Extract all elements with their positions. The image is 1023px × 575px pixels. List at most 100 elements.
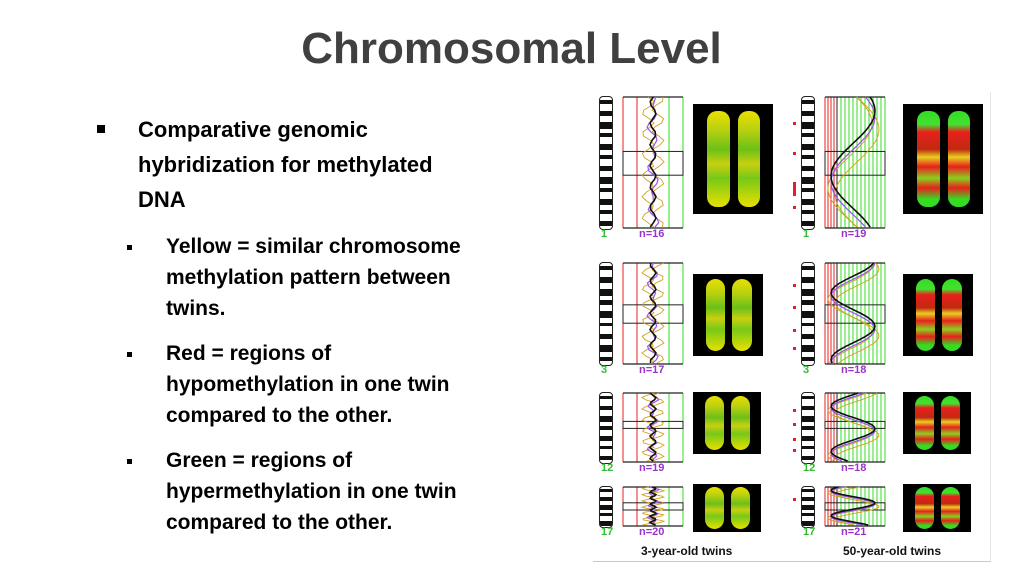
chromosome-number: 17 xyxy=(803,526,816,538)
ideogram-band xyxy=(600,198,612,205)
chromosome-micrograph xyxy=(693,274,763,356)
chromosome-micrograph xyxy=(903,274,973,356)
sample-count: n=19 xyxy=(639,462,665,474)
ideogram-band xyxy=(802,356,814,362)
ideogram-band xyxy=(802,99,814,104)
bullet-list: Comparative genomic hybridization for me… xyxy=(97,112,567,552)
methylation-ratio-curve xyxy=(651,96,665,228)
ideogram-band xyxy=(802,277,814,283)
chromosome-micrograph xyxy=(903,484,971,532)
square-bullet-icon xyxy=(127,352,132,357)
ideogram-band xyxy=(802,165,814,172)
sister-chromosome xyxy=(731,486,751,530)
marker-dot xyxy=(793,408,796,412)
marker-dot xyxy=(793,423,796,427)
bullet-line: methylation pattern between xyxy=(166,266,451,289)
methylation-ratio-curve xyxy=(645,486,661,526)
bullet-red: Red = regions of hypomethylation in one … xyxy=(97,338,567,431)
chromosome-micrograph xyxy=(903,104,983,214)
marker-dot xyxy=(793,449,796,453)
chromosome-number: 1 xyxy=(803,228,810,240)
ideogram-band xyxy=(600,132,612,138)
ideogram-band xyxy=(600,425,612,430)
chromosome-ideogram xyxy=(801,486,815,528)
marker-dot xyxy=(793,122,796,125)
methylation-ratio-curve xyxy=(830,96,876,228)
ideogram-band xyxy=(600,165,612,172)
methylation-ratio-curve xyxy=(641,262,655,364)
ideogram-band xyxy=(600,288,612,296)
ideogram-band xyxy=(600,277,612,283)
figure-divider xyxy=(593,561,991,562)
ideogram-band xyxy=(802,405,814,411)
methylation-ratio-curve xyxy=(827,96,873,228)
chromosome-micrograph xyxy=(903,392,971,454)
ideogram-band xyxy=(802,395,814,399)
sample-count: n=19 xyxy=(841,228,867,240)
ideogram-band xyxy=(600,497,612,501)
bullet-line: compared to the other. xyxy=(166,511,393,534)
ideogram-band xyxy=(600,333,612,340)
ideogram-band xyxy=(600,445,612,449)
ideogram-band xyxy=(600,121,612,129)
ideogram-band xyxy=(600,154,612,159)
ideogram-band xyxy=(802,121,814,129)
ideogram-band xyxy=(802,345,814,353)
ratio-profile-plot xyxy=(622,486,684,527)
bullet-yellow: Yellow = similar chromosome methylation … xyxy=(97,231,567,324)
ratio-profile-plot xyxy=(622,392,684,463)
chromosome-number: 12 xyxy=(601,462,614,474)
sister-chromosome xyxy=(941,486,961,530)
chromosome-panel: 1 n=19 xyxy=(793,94,995,248)
ideogram-band xyxy=(802,209,814,214)
marker-dot xyxy=(793,346,796,350)
sister-chromosome xyxy=(731,395,751,451)
square-bullet-icon xyxy=(127,245,132,250)
centromere-box xyxy=(622,304,684,324)
bullet-line: hypomethylation in one twin xyxy=(166,373,450,396)
bullet-line: hybridization for methylated xyxy=(138,152,433,177)
methylation-ratio-curve xyxy=(651,262,665,364)
sister-chromosome xyxy=(917,110,940,208)
ideogram-band xyxy=(802,187,814,193)
figure-border xyxy=(990,92,991,562)
chromosome-ideogram xyxy=(599,486,613,528)
marker-dot xyxy=(793,328,796,332)
ideogram-band xyxy=(600,435,612,442)
centromere-box xyxy=(824,420,886,429)
methylation-ratio-curve xyxy=(827,262,873,364)
ideogram-band xyxy=(802,513,814,517)
bullet-line: Comparative genomic xyxy=(138,117,368,142)
methylation-ratio-curve xyxy=(830,262,876,364)
ideogram-band xyxy=(600,521,612,526)
chromosome-ideogram xyxy=(599,392,613,464)
sample-count: n=18 xyxy=(841,462,867,474)
bullet-green: Green = regions of hypermethylation in o… xyxy=(97,445,567,538)
sister-chromosome xyxy=(942,278,962,352)
bullet-line: Green = regions of xyxy=(166,449,353,472)
ideogram-band xyxy=(802,299,814,305)
ideogram-band xyxy=(802,154,814,159)
ideogram-band xyxy=(802,497,814,501)
chromosome-micrograph xyxy=(693,392,761,454)
slide-title: Chromosomal Level xyxy=(301,24,722,73)
ideogram-band xyxy=(600,99,612,104)
hypomethylation-markers xyxy=(793,494,797,522)
hypomethylation-markers xyxy=(793,104,797,224)
bullet-line: Yellow = similar chromosome xyxy=(166,235,461,258)
methylation-ratio-curve xyxy=(640,486,656,526)
bullet-line: twins. xyxy=(166,297,226,320)
hypomethylation-markers xyxy=(793,400,797,458)
chromosome-ideogram xyxy=(599,262,613,366)
ideogram-band xyxy=(600,405,612,411)
centromere-box xyxy=(824,304,886,324)
methylation-ratio-curve xyxy=(830,486,876,526)
methylation-ratio-curve xyxy=(646,392,660,462)
sister-chromosome xyxy=(707,110,730,208)
ratio-profile-plot xyxy=(824,262,886,365)
ideogram-band xyxy=(802,435,814,442)
